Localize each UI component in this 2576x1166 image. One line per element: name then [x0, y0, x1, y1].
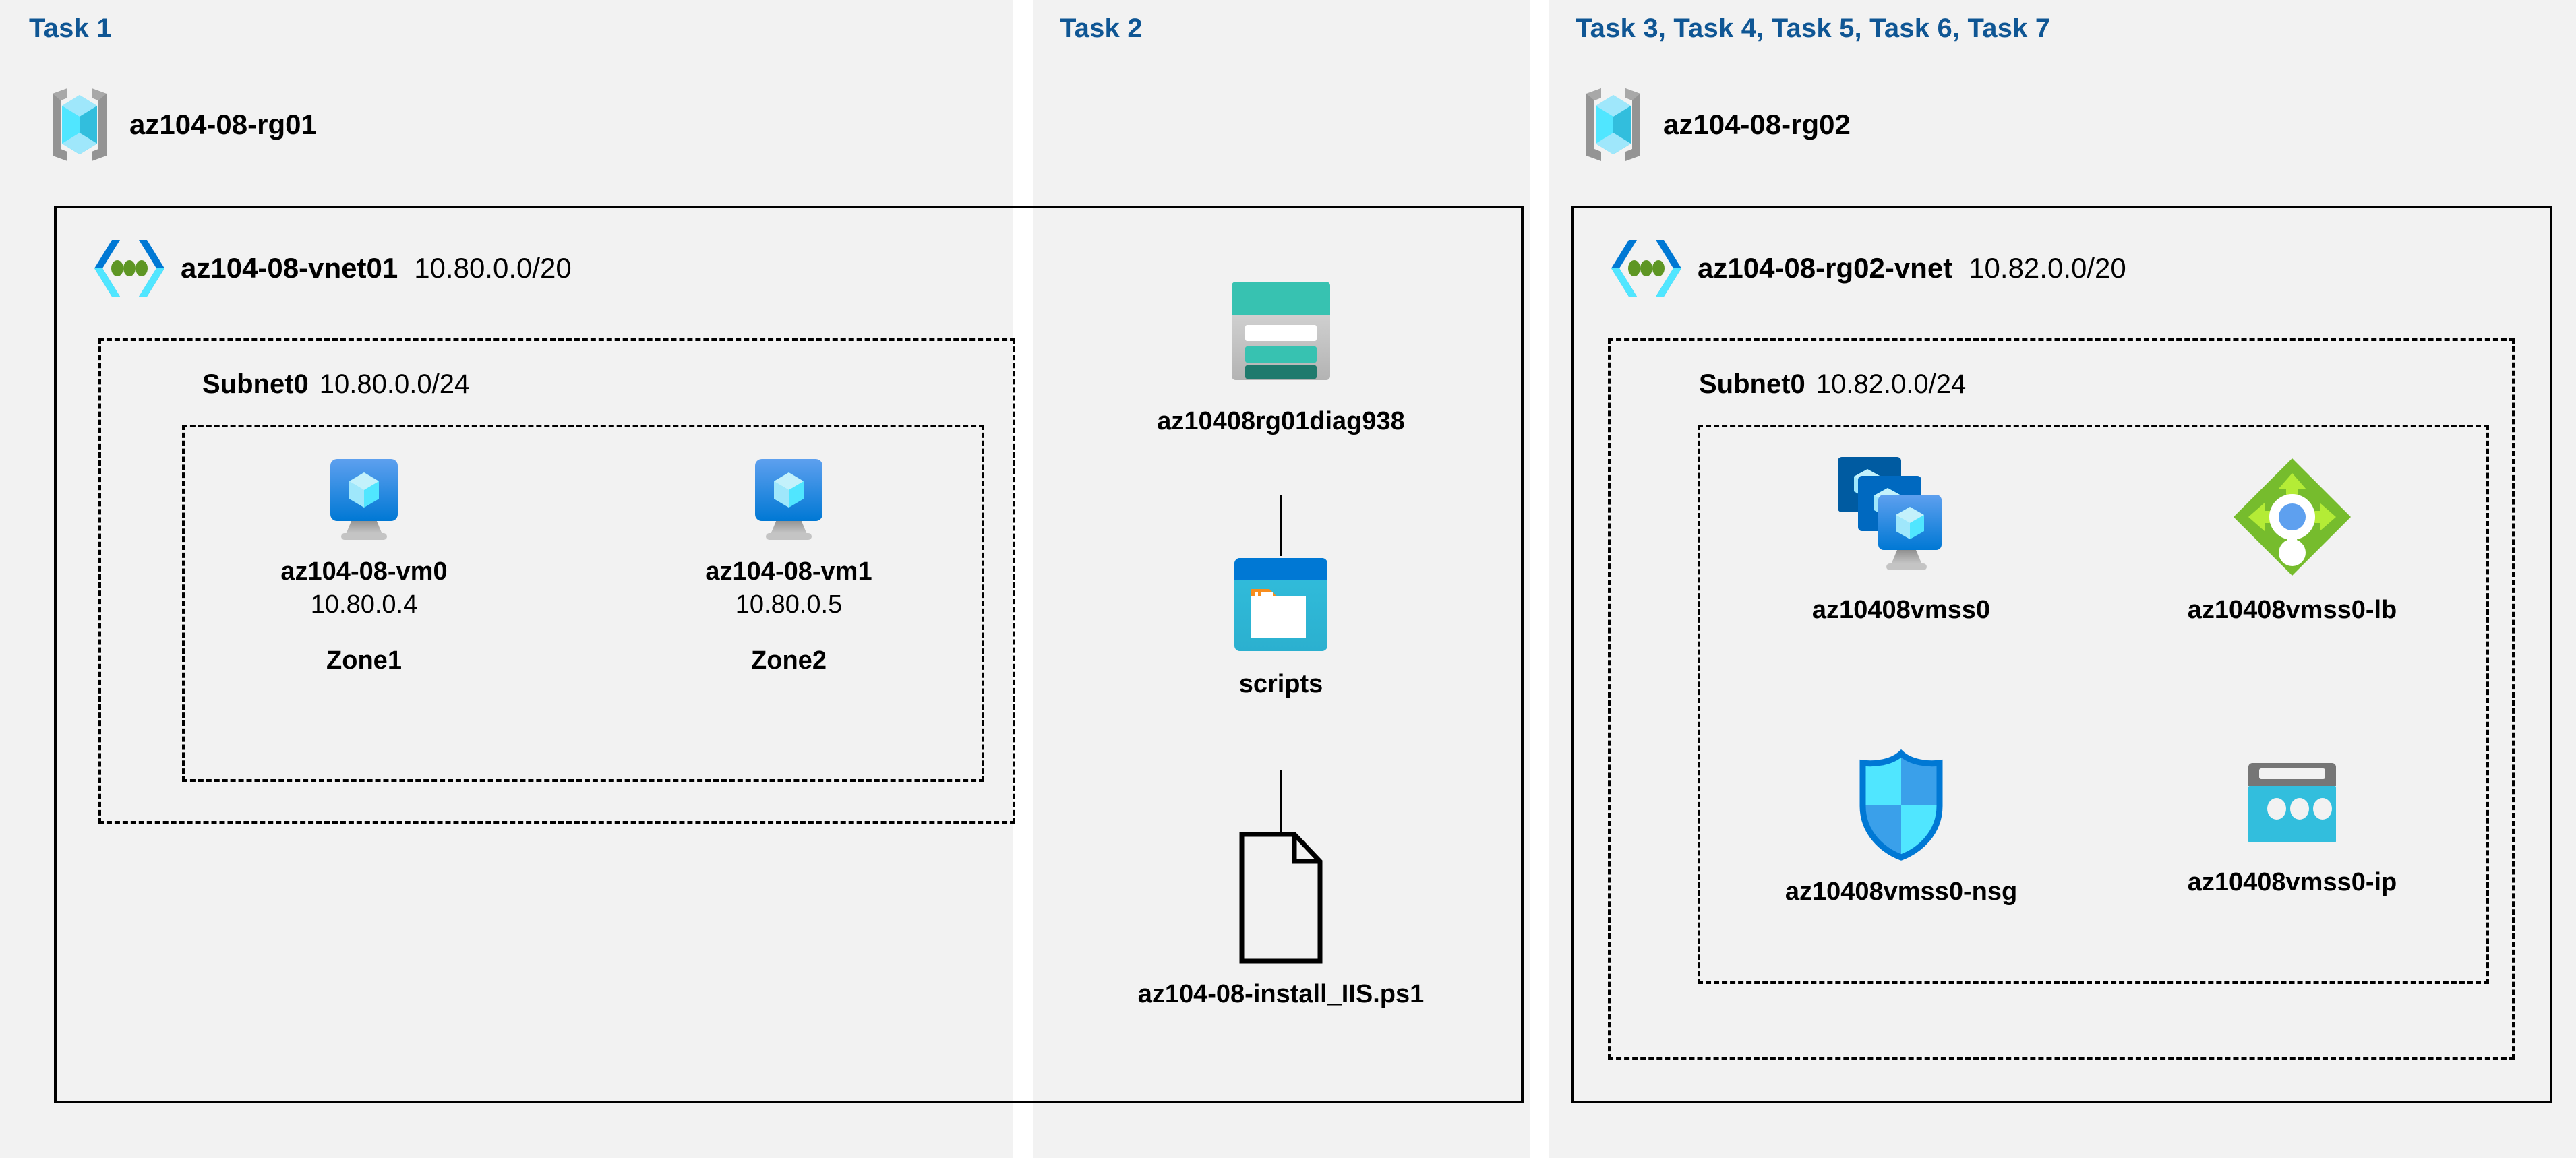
vm-ip-az104-08-vm0: 10.80.0.4 — [310, 590, 418, 619]
vm-zone-az104-08-vm0: Zone1 — [326, 646, 402, 675]
vnet-header-rg02-vnet[interactable]: az104-08-rg02-vnet 10.82.0.0/20 — [1611, 236, 2126, 301]
nsg-name: az10408vmss0-nsg — [1785, 878, 2018, 906]
vmss-name: az10408vmss0 — [1811, 596, 1991, 624]
virtual-network-icon — [1611, 236, 1681, 301]
subnet-boundary-col1 — [98, 338, 1015, 824]
public-ip-name: az10408vmss0-ip — [2187, 868, 2397, 896]
script-file-node[interactable]: az104-08-install_IIS.ps1 — [1138, 830, 1424, 1009]
vm-scale-set-icon — [1834, 453, 1969, 581]
vnet-cidr-vnet01: 10.80.0.0/20 — [414, 252, 572, 284]
virtual-machine-icon — [747, 455, 831, 543]
vm-name-az104-08-vm1: az104-08-vm1 — [705, 557, 872, 586]
blob-container-name: scripts — [1238, 670, 1323, 698]
resource-group-name-rg02: az104-08-rg02 — [1663, 109, 1851, 140]
subnet-boundary-col3 — [1608, 338, 2515, 1060]
resource-group-rg02[interactable]: az104-08-rg02 — [1581, 84, 1851, 165]
panel-task3to7-background — [1549, 0, 2576, 1158]
storage-account-name: az10408rg01diag938 — [1157, 407, 1405, 435]
subnet-header-col1: Subnet0 10.80.0.0/24 — [202, 369, 469, 400]
task-label-3-to-7: Task 3, Task 4, Task 5, Task 6, Task 7 — [1576, 13, 2051, 43]
connector-container-to-file — [1280, 770, 1282, 832]
virtual-network-icon — [94, 236, 164, 301]
vnet-name-rg02-vnet: az104-08-rg02-vnet — [1698, 252, 1953, 284]
blob-container-icon — [1230, 554, 1331, 655]
public-ip-address-icon — [2242, 759, 2343, 853]
vnet-header-vnet01[interactable]: az104-08-vnet01 10.80.0.0/20 — [94, 236, 572, 301]
resource-group-icon — [47, 84, 112, 165]
vm-node-az104-08-vm1[interactable]: az104-08-vm1 10.80.0.5 Zone2 — [688, 455, 890, 675]
vnet-cidr-rg02-vnet: 10.82.0.0/20 — [1969, 252, 2126, 284]
panel-task1-background — [0, 0, 1013, 1158]
load-balancer-node[interactable]: az10408vmss0-lb — [2151, 453, 2434, 625]
resource-group-icon — [1581, 84, 1646, 165]
connector-storage-to-container — [1280, 495, 1282, 556]
vnet-boundary-vnet01 — [54, 206, 1524, 1103]
vm-zone-az104-08-vm1: Zone2 — [751, 646, 827, 675]
vnet-name-vnet01: az104-08-vnet01 — [181, 252, 398, 284]
vm-name-az104-08-vm0: az104-08-vm0 — [280, 557, 448, 586]
resource-group-name-rg01: az104-08-rg01 — [129, 109, 317, 140]
resources-boundary-col3 — [1698, 425, 2489, 984]
subnet-cidr-col3: 10.82.0.0/24 — [1816, 369, 1967, 399]
blob-container-node[interactable]: scripts — [1180, 554, 1382, 699]
vm-ip-az104-08-vm1: 10.80.0.5 — [735, 590, 843, 619]
subnet-name-col3: Subnet0 — [1699, 369, 1805, 399]
load-balancer-icon — [2228, 453, 2356, 581]
subnet-cidr-col1: 10.80.0.0/24 — [319, 369, 470, 399]
resource-group-rg01[interactable]: az104-08-rg01 — [47, 84, 317, 165]
storage-account-node[interactable]: az10408rg01diag938 — [1157, 270, 1405, 436]
subnet-header-col3: Subnet0 10.82.0.0/24 — [1699, 369, 1966, 400]
zones-boundary-col1 — [182, 425, 984, 782]
vmss-node[interactable]: az10408vmss0 — [1760, 453, 2043, 625]
task-label-2: Task 2 — [1060, 13, 1143, 43]
vm-node-az104-08-vm0[interactable]: az104-08-vm0 10.80.0.4 Zone1 — [263, 455, 465, 675]
vnet-boundary-rg02-vnet — [1571, 206, 2552, 1103]
network-security-group-icon — [1851, 748, 1952, 863]
subnet-name-col1: Subnet0 — [202, 369, 309, 399]
file-icon — [1238, 830, 1324, 965]
script-file-name: az104-08-install_IIS.ps1 — [1137, 980, 1425, 1008]
task-label-1: Task 1 — [29, 13, 112, 43]
public-ip-node[interactable]: az10408vmss0-ip — [2151, 759, 2434, 897]
virtual-machine-icon — [322, 455, 406, 543]
load-balancer-name: az10408vmss0-lb — [2187, 596, 2397, 624]
storage-account-icon — [1220, 270, 1342, 392]
nsg-node[interactable]: az10408vmss0-nsg — [1760, 748, 2043, 907]
